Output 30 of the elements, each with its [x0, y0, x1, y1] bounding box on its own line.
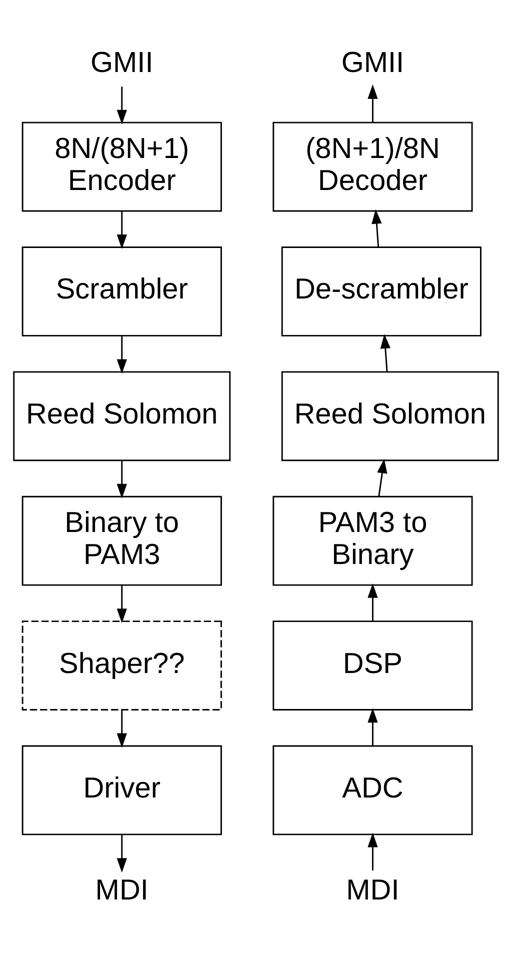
arrow — [116, 585, 127, 623]
node-box: Shaper?? — [22, 620, 222, 710]
node-box: DSP — [272, 620, 473, 710]
arrow — [372, 208, 382, 246]
node-box: Binary to PAM3 — [22, 495, 222, 586]
arrow — [368, 708, 378, 746]
arrow — [116, 86, 127, 124]
node-text: MDI — [346, 874, 400, 906]
node-text: MDI — [95, 874, 148, 906]
node-box: Scrambler — [22, 246, 222, 336]
node-box: Reed Solomon — [281, 370, 499, 461]
node-box: Driver — [22, 744, 222, 835]
arrow — [380, 334, 390, 372]
node-box: 8N/(8N+1) Encoder — [22, 121, 222, 212]
node-box: (8N+1)/8N Decoder — [272, 121, 473, 212]
arrow — [368, 582, 378, 620]
node-text: GMII — [90, 46, 154, 78]
node-box: Reed Solomon — [13, 370, 231, 461]
arrow — [116, 710, 127, 748]
node-text: GMII — [341, 46, 404, 78]
arrow — [116, 834, 127, 872]
arrow — [368, 832, 378, 870]
arrow — [368, 84, 378, 122]
arrow — [116, 211, 127, 249]
node-box: ADC — [272, 744, 473, 835]
node-box: De-scrambler — [281, 246, 482, 336]
arrow — [116, 336, 127, 374]
arrow — [116, 460, 127, 498]
node-box: PAM3 to Binary — [272, 495, 473, 586]
arrow — [377, 458, 388, 496]
